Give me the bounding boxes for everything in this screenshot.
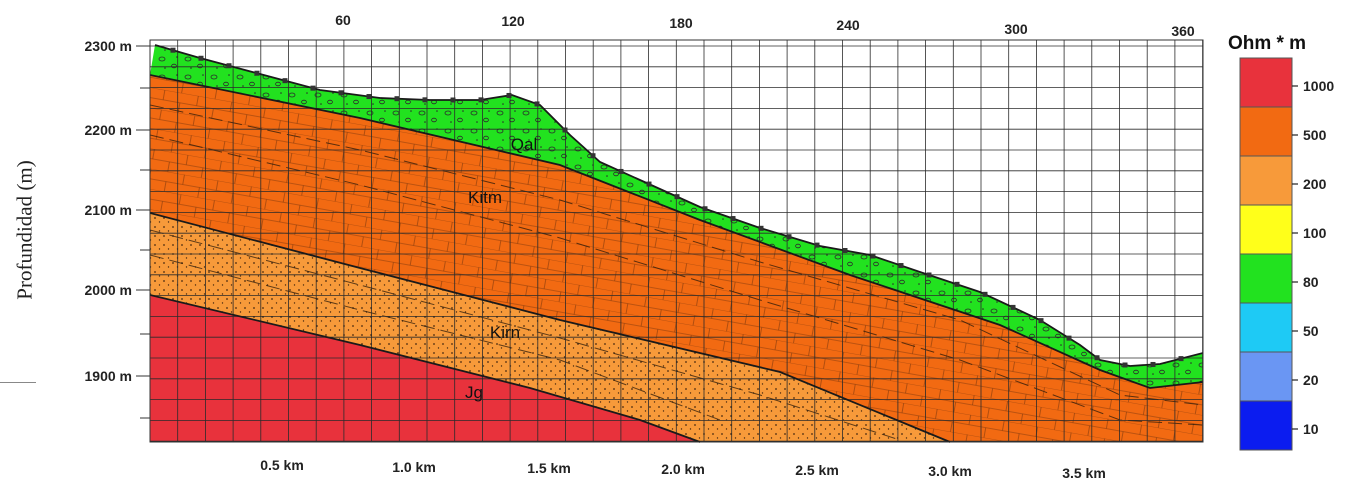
station-marker	[646, 181, 652, 187]
depth-axis: 2300 m 2200 m 2100 m 2000 m 1900 m	[85, 38, 132, 384]
station-axis: 60 120 180 240 300 360	[335, 12, 1195, 39]
formation-label-kirn: Kirn	[490, 323, 520, 342]
legend-swatch	[1239, 302, 1293, 353]
formation-label-qal: Qal	[511, 135, 537, 154]
station-marker	[366, 94, 372, 100]
legend-swatch	[1239, 106, 1293, 157]
station-marker	[198, 55, 204, 61]
depth-tick: 1900 m	[85, 368, 132, 384]
legend-swatch	[1239, 57, 1293, 108]
legend-value-label: 500	[1303, 127, 1327, 143]
station-marker	[954, 281, 960, 287]
station-tick: 180	[669, 15, 693, 31]
distance-tick: 3.0 km	[928, 463, 972, 479]
station-marker	[422, 97, 428, 103]
station-marker	[1178, 356, 1184, 362]
station-tick: 120	[501, 13, 525, 29]
station-marker	[618, 168, 624, 174]
station-marker	[842, 248, 848, 253]
station-marker	[702, 206, 708, 212]
station-marker	[394, 96, 400, 102]
station-marker	[562, 127, 568, 133]
station-marker	[282, 78, 288, 84]
legend-value-label: 1000	[1303, 78, 1334, 94]
divider-line	[0, 382, 36, 383]
station-marker	[674, 194, 680, 200]
distance-tick: 1.0 km	[392, 459, 436, 475]
station-tick: 360	[1171, 23, 1195, 39]
distance-axis: 0.5 km 1.0 km 1.5 km 2.0 km 2.5 km 3.0 k…	[260, 457, 1106, 481]
distance-tick: 2.5 km	[795, 462, 839, 478]
station-marker	[450, 97, 456, 103]
depth-tick: 2100 m	[85, 202, 132, 218]
station-marker	[758, 225, 764, 231]
legend-swatch	[1239, 351, 1293, 402]
legend-swatch	[1239, 253, 1293, 304]
depth-tick: 2000 m	[85, 282, 132, 298]
station-marker	[898, 263, 904, 269]
station-marker	[310, 85, 316, 91]
station-marker	[982, 291, 988, 297]
depth-tick: 2200 m	[85, 122, 132, 138]
station-marker	[506, 92, 512, 98]
station-tick: 60	[335, 12, 351, 28]
formation-label-kitm: Kitm	[468, 188, 502, 207]
legend-swatch	[1239, 155, 1293, 206]
station-marker	[478, 97, 484, 103]
station-marker	[1122, 362, 1128, 368]
legend-value-label: 10	[1303, 421, 1319, 437]
station-marker	[1010, 304, 1016, 310]
legend-swatch	[1239, 204, 1293, 255]
distance-tick: 0.5 km	[260, 457, 304, 473]
station-marker	[926, 272, 932, 278]
station-marker	[338, 90, 344, 96]
station-marker	[786, 234, 792, 240]
station-marker	[170, 47, 176, 53]
station-marker	[814, 242, 820, 248]
station-marker	[226, 63, 232, 69]
station-marker	[534, 101, 540, 107]
station-marker	[870, 253, 876, 259]
distance-tick: 1.5 km	[527, 460, 571, 476]
distance-tick: 2.0 km	[661, 461, 705, 477]
station-marker	[730, 216, 736, 222]
station-marker	[254, 70, 260, 76]
legend-value-label: 100	[1303, 225, 1327, 241]
layer-jg	[150, 295, 700, 442]
station-marker	[590, 153, 596, 159]
depth-tick: 2300 m	[85, 38, 132, 54]
resistivity-legend: 1000 500 200 100 80 50 20 10	[1239, 57, 1334, 451]
station-markers	[170, 47, 1184, 368]
station-marker	[1066, 335, 1072, 341]
station-tick: 240	[836, 17, 860, 33]
station-marker	[1150, 361, 1156, 367]
legend-swatch	[1239, 400, 1293, 451]
legend-value-label: 20	[1303, 372, 1319, 388]
legend-value-label: 200	[1303, 176, 1327, 192]
legend-value-label: 80	[1303, 274, 1319, 290]
station-tick: 300	[1004, 21, 1028, 37]
station-marker	[1038, 318, 1044, 324]
section-frame	[149, 39, 1204, 443]
legend-value-label: 50	[1303, 323, 1319, 339]
formation-label-jg: Jg	[465, 383, 483, 402]
distance-tick: 3.5 km	[1062, 465, 1106, 481]
legend-unit-label: Ohm * m	[1228, 33, 1306, 54]
station-marker	[1094, 355, 1100, 361]
